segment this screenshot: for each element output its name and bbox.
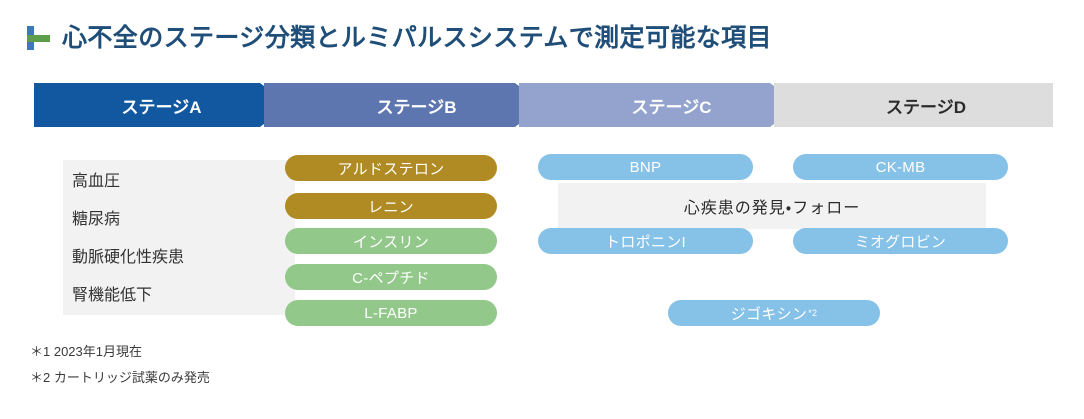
footnotes: ＊1 2023年1月現在 ＊2 カートリッジ試薬のみ発売 [30,345,210,384]
marker-pill-digoxin-label: ジゴキシン [730,305,808,323]
stage-shape-d [774,83,1053,127]
list-item: 糖尿病 [72,211,121,228]
list-item: 動脈硬化性疾患 [72,249,185,266]
risk-factor-list: 高血圧 糖尿病 動脈硬化性疾患 腎機能低下 [72,174,292,304]
marker-pill-digoxin: ジゴキシン*2 [668,300,880,326]
stage-shape-b [264,83,544,127]
marker-pill: CK-MB [793,154,1008,180]
marker-pill: アルドステロン [285,155,497,181]
marker-pill: L-FABP [285,300,497,326]
marker-pill: C-ペプチド [285,264,497,290]
list-item: 高血圧 [72,173,121,190]
marker-pill: インスリン [285,228,497,254]
center-band-panel [558,183,986,229]
risk-factor-panel [63,160,295,315]
page-title: 心不全のステージ分類とルミパルスシステムで測定可能な項目 [62,23,772,52]
list-item: 腎機能低下 [72,287,153,304]
stage-banner: ステージA ステージB ステージC ステージD [34,83,1053,127]
marker-pill: BNP [538,154,753,180]
footnote-1: ＊1 2023年1月現在 [30,344,142,359]
center-band-label: 心疾患の発見・フォロー [683,200,861,217]
marker-pill: ミオグロビン [793,228,1008,254]
footnote-2: ＊2 カートリッジ試薬のみ発売 [30,370,210,385]
stage-banner-shapes [34,83,1053,127]
stage-shape-a [34,83,289,127]
stage-shape-c [519,83,799,127]
flag-bracket-icon [24,25,50,51]
marker-pill: トロポニンI [538,228,753,254]
marker-pill: レニン [285,193,497,219]
page-title-row: 心不全のステージ分類とルミパルスシステムで測定可能な項目 [24,18,772,58]
